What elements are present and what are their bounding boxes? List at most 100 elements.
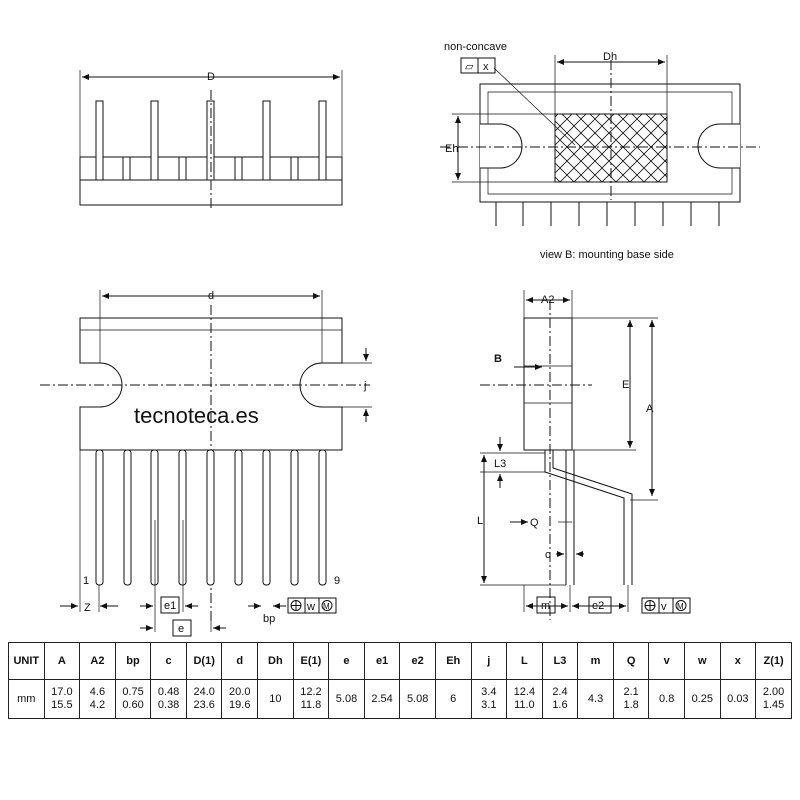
label-w: w (306, 601, 315, 613)
label-E: E (622, 379, 629, 391)
label-view-b: view B: mounting base side (540, 249, 674, 261)
label-M-left: M (323, 602, 330, 611)
body-outline (79, 317, 343, 451)
table-cell-value: 1.45 (762, 699, 785, 711)
table-cell: 6 (434, 679, 472, 719)
side-view (480, 290, 691, 620)
label-pin9: 9 (334, 575, 340, 587)
label-e2: e2 (592, 600, 604, 612)
label-A2: A2 (541, 294, 554, 306)
table-header-cell: Z(1) (755, 642, 792, 680)
table-header-cell: L3 (541, 642, 579, 680)
table-header-cell: L (506, 642, 543, 680)
table-header-cell: UNIT (8, 642, 45, 680)
table-cell-value: 11.0 (514, 699, 535, 711)
table-cell: 10 (257, 679, 294, 719)
table-cell-value: 10 (269, 692, 282, 705)
table-cell-value: 5.08 (406, 692, 429, 705)
table-header-cell: A (43, 642, 81, 680)
label-B: B (494, 353, 502, 365)
table-cell-value: 4.2 (89, 699, 106, 711)
label-Dh: Dh (603, 51, 617, 63)
table-cell: 0.03 (719, 679, 757, 719)
table-cell-value: 20.0 (229, 686, 251, 698)
label-D: D (207, 71, 215, 83)
table-cell-value: 2.00 (762, 686, 785, 698)
label-e: e (178, 623, 184, 635)
table-cell-value: 24.0 (193, 686, 215, 698)
table-cell-value: 12.4 (513, 686, 536, 698)
short-pins (122, 156, 299, 181)
label-c: c (545, 549, 551, 561)
table-cell: 0.8 (648, 679, 685, 719)
table-cell-value: 19.6 (229, 699, 251, 711)
label-L: L (477, 515, 483, 527)
table-cell-value: 0.75 (122, 686, 144, 698)
label-Eh: Eh (445, 143, 458, 155)
table-header-cell: c (150, 642, 187, 680)
table-cell-value: 2.1 (623, 686, 639, 698)
lead-bent (544, 450, 625, 585)
table-header-cell: e1 (363, 642, 401, 680)
table-cell-value: 1.8 (623, 699, 639, 711)
table-cell-value: 1.6 (552, 699, 568, 711)
table-header-cell: m (577, 642, 614, 680)
label-M-right: M (677, 602, 684, 611)
table-header-cell: e2 (399, 642, 436, 680)
table-cell-value: 4.3 (587, 692, 604, 705)
label-bp: bp (263, 613, 275, 625)
label-L3: L3 (494, 458, 506, 470)
table-header-cell: Q (612, 642, 650, 680)
top-view (79, 70, 343, 210)
label-pin1: 1 (83, 575, 89, 587)
table-cell: 4.3 (577, 679, 614, 719)
table-header-cell: E(1) (292, 642, 330, 680)
table-cell-value: 23.6 (193, 699, 215, 711)
table-header-cell: D(1) (185, 642, 223, 680)
table-header-cell: e (328, 642, 365, 680)
label-j: j (363, 380, 366, 392)
label-x: x (483, 61, 489, 73)
table-cell-value: 11.8 (300, 699, 322, 711)
table-cell-value: 0.60 (122, 699, 144, 711)
table-cell-value: 3.4 (481, 686, 497, 698)
table-header-cell: d (221, 642, 259, 680)
table-header-cell: Eh (434, 642, 472, 680)
table-header-cell: j (470, 642, 508, 680)
table-cell-value: 5.08 (335, 692, 358, 705)
watermark: tecnoteca.es (134, 403, 259, 428)
leads (95, 449, 327, 586)
front-view (40, 290, 372, 637)
table-cell-unit: mm (8, 679, 45, 719)
leader-line (493, 67, 576, 146)
bottom-pins (495, 202, 720, 226)
table-cell: 2.54 (363, 679, 401, 719)
label-m: m (541, 600, 550, 612)
label-v: v (661, 601, 667, 613)
label-A: A (646, 403, 654, 415)
label-d: d (208, 290, 214, 302)
table-cell-value: 2.4 (552, 686, 568, 698)
body-outline (523, 317, 573, 451)
table-header-cell: w (683, 642, 721, 680)
table-cell: 0.25 (683, 679, 721, 719)
label-Q: Q (530, 517, 539, 529)
view-b (440, 55, 760, 226)
table-cell-value: 17.0 (51, 686, 73, 698)
table-cell-value: 0.25 (691, 692, 713, 705)
table-cell-value: 6 (450, 692, 457, 705)
table-header-cell: A2 (79, 642, 116, 680)
